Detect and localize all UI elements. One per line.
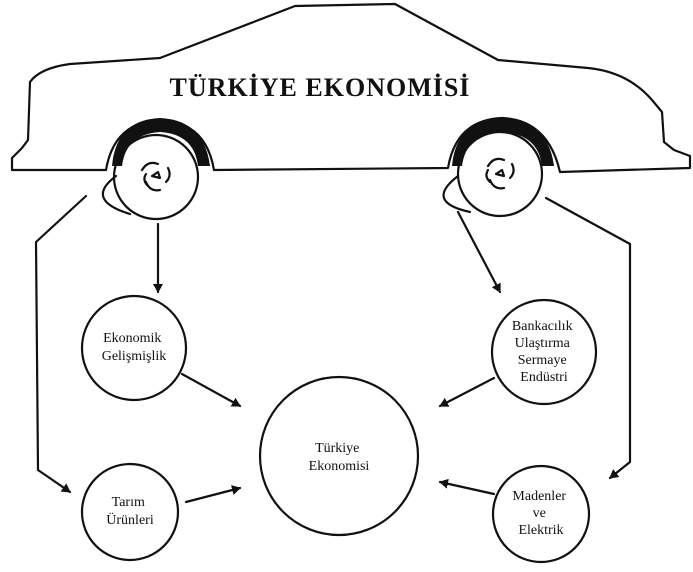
arrow-rear-wheel-to-mining-group: [544, 196, 632, 480]
node-label-line: Tarım: [112, 495, 145, 510]
center-label-line: Türkiye: [315, 441, 359, 456]
front-hubcap-icon: [140, 161, 171, 192]
node-label-line: Sermaye: [518, 353, 567, 368]
svg-text:Türkiye Ekonomisi: Türkiye Ekonomisi: [309, 441, 370, 474]
front-tire-arc: [112, 118, 210, 166]
node-label-line: Bankacılık: [512, 319, 573, 334]
center-label-line: Ekonomisi: [309, 459, 370, 474]
svg-text:Bankacılık Ulaştırma: Bankacılık Ulaştırma Sermaye Endüstri: [512, 319, 576, 385]
svg-text:Madenler ve Elektr: Madenler ve Elektrik: [512, 489, 569, 538]
node-label-line: Ekonomik: [103, 331, 161, 346]
arrow-economic-development-to-center: [180, 372, 242, 408]
node-label-line: Endüstri: [520, 370, 568, 385]
node-economic-development: Ekonomik Gelişmişlik: [80, 294, 188, 402]
arrow-mining-group-to-center: [438, 478, 496, 496]
node-label-line: Madenler: [512, 489, 566, 504]
node-center: Türkiye Ekonomisi: [258, 375, 420, 537]
car-title: TÜRKİYE EKONOMİSİ: [170, 73, 471, 102]
node-banking-group: Bankacılık Ulaştırma Sermaye Endüstri: [490, 298, 598, 406]
node-label-line: Gelişmişlik: [102, 349, 167, 364]
arrow-rear-wheel-to-banking-group: [456, 210, 502, 294]
rear-wheel: [442, 130, 544, 218]
node-agricultural-products: Tarım Ürünleri: [80, 462, 180, 562]
arrow-banking-group-to-center: [438, 376, 496, 408]
node-label-line: Elektrik: [518, 523, 563, 538]
svg-text:Ekonomik Gelişmişlik: Ekonomik Gelişmişlik: [102, 331, 167, 364]
rear-hubcap-icon: [485, 157, 515, 190]
node-label-line: Ulaştırma: [515, 336, 571, 351]
rear-tire-arc: [452, 118, 554, 166]
node-label-line: Ürünleri: [106, 511, 154, 528]
front-wheel: [101, 133, 200, 221]
svg-text:Tarım Ürünleri: Tarım Ürünleri: [106, 495, 154, 528]
node-mining-group: Madenler ve Elektrik: [491, 464, 591, 564]
arrow-agricultural-products-to-center: [184, 485, 242, 504]
node-label-line: ve: [533, 506, 546, 521]
arrow-front-wheel-to-agricultural-products: [34, 194, 88, 494]
